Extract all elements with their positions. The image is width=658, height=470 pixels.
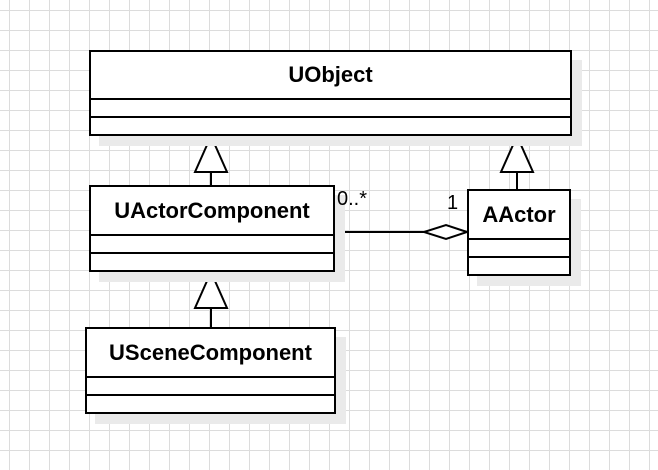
class-name: AActor (469, 191, 569, 240)
attributes-section (91, 236, 333, 254)
class-name: USceneComponent (87, 329, 334, 378)
attributes-section (91, 100, 570, 118)
attributes-section (87, 378, 334, 396)
class-uactorcomponent[interactable]: UActorComponent (89, 185, 335, 272)
class-name: UObject (91, 52, 570, 100)
aggregation-aactor-uactorcomponent (334, 223, 471, 241)
operations-section (91, 118, 570, 134)
attributes-section (469, 240, 569, 258)
operations-section (91, 254, 333, 270)
generalization-uscenecomponent-uactorcomponent (193, 269, 229, 328)
class-name: UActorComponent (91, 187, 333, 236)
multiplicity-part: 0..* (337, 188, 368, 210)
operations-section (87, 396, 334, 412)
generalization-aactor-uobject (499, 133, 535, 190)
multiplicity-whole: 1 (447, 192, 459, 214)
operations-section (469, 258, 569, 274)
class-uscenecomponent[interactable]: USceneComponent (85, 327, 336, 414)
class-aactor[interactable]: AActor (467, 189, 571, 276)
generalization-uactorcomponent-uobject (193, 133, 229, 186)
class-uobject[interactable]: UObject (89, 50, 572, 136)
